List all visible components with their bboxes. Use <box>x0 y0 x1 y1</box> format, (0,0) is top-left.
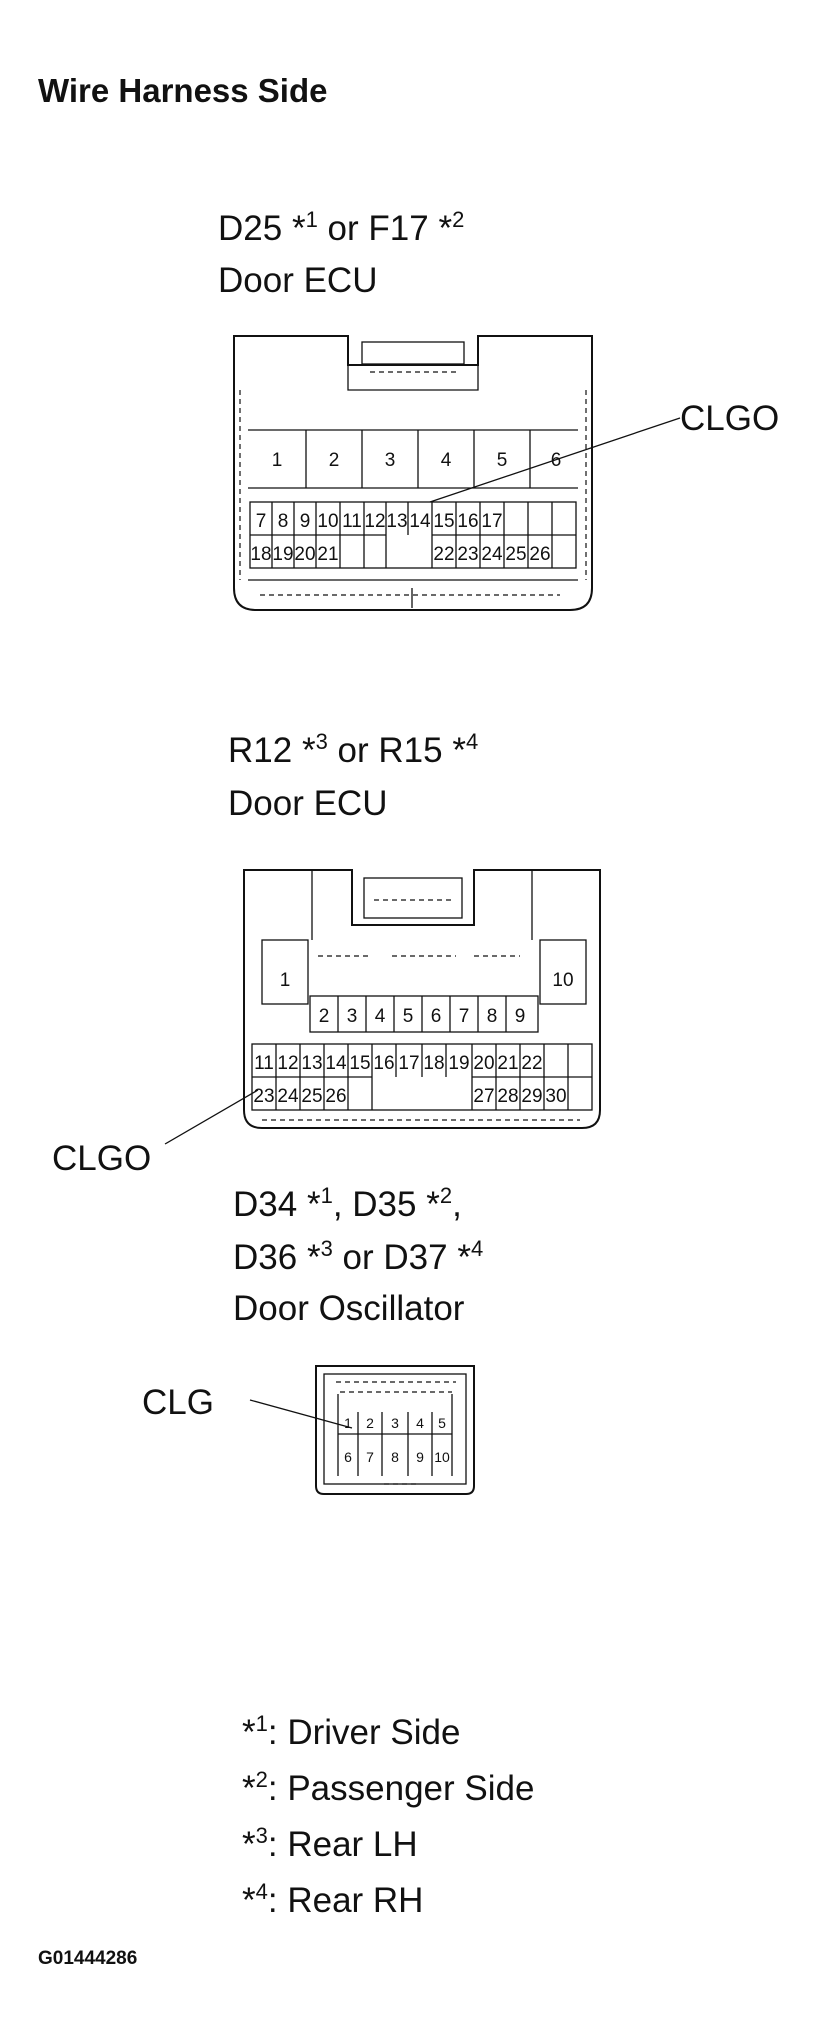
pin-label: 2 <box>366 1415 374 1431</box>
pin-label: 29 <box>521 1086 542 1107</box>
pin-label: 7 <box>366 1449 374 1465</box>
pin-label: 15 <box>349 1053 370 1074</box>
pin-label: 20 <box>473 1053 494 1074</box>
pin-label: 15 <box>433 511 454 532</box>
pin-label: 22 <box>521 1053 542 1074</box>
pin-label: 17 <box>398 1053 419 1074</box>
pin-label: 7 <box>459 1006 470 1027</box>
pin-label: 13 <box>301 1053 322 1074</box>
pin-label: 22 <box>433 544 454 565</box>
pin-label: 5 <box>497 450 508 471</box>
connector1: 1 2 3 4 5 6 7 8 9 1 <box>233 335 779 611</box>
callout-clg: CLG <box>142 1383 214 1422</box>
legend-item: *1: Driver Side <box>242 1711 460 1752</box>
pin-label: 14 <box>409 511 431 532</box>
pin-label: 21 <box>497 1053 518 1074</box>
connector1-name: Door ECU <box>218 261 377 300</box>
pin-label: 27 <box>473 1086 494 1107</box>
pin-label: 8 <box>487 1006 498 1027</box>
pin-label: 20 <box>294 544 315 565</box>
pin-label: 3 <box>391 1415 399 1431</box>
pin-label: 1 <box>272 450 283 471</box>
pin-label: 24 <box>277 1086 299 1107</box>
pin-label: 9 <box>300 511 311 532</box>
pin-label: 13 <box>386 511 407 532</box>
pin-label: 19 <box>448 1053 469 1074</box>
connector1-rows23: 7 8 9 10 11 12 13 14 15 16 17 18 19 20 2… <box>249 501 577 569</box>
pin-label: 10 <box>434 1449 450 1465</box>
legend-item: *4: Rear RH <box>242 1879 423 1920</box>
pin-label: 26 <box>529 544 550 565</box>
connector3: 1 2 3 4 5 6 7 8 9 10 CLG <box>142 1365 475 1495</box>
pin-label: 1 <box>280 970 291 991</box>
pin-label: 23 <box>457 544 478 565</box>
pin-label: 6 <box>551 450 562 471</box>
pin-label: 11 <box>254 1053 274 1074</box>
connector2-codes: R12 *3 or R15 *4 <box>228 729 478 770</box>
connector3-codes-line2: D36 *3 or D37 *4 <box>233 1236 483 1277</box>
pin-label: 2 <box>329 450 340 471</box>
callout-clgo-2: CLGO <box>52 1139 151 1178</box>
pin-label: 12 <box>277 1053 298 1074</box>
connector2-rows34: 11 12 13 14 15 16 17 18 19 20 21 22 23 2… <box>251 1043 593 1111</box>
pin-label: 28 <box>497 1086 518 1107</box>
pin-label: 9 <box>515 1006 526 1027</box>
pin-label: 5 <box>403 1006 414 1027</box>
pin-label: 26 <box>325 1086 346 1107</box>
legend-item: *3: Rear LH <box>242 1823 418 1864</box>
pin-label: 6 <box>431 1006 442 1027</box>
pin-label: 21 <box>317 544 338 565</box>
pin-label: 8 <box>278 511 289 532</box>
pin-label: 14 <box>325 1053 347 1074</box>
pin-label: 4 <box>416 1415 424 1431</box>
pin-label: 18 <box>423 1053 444 1074</box>
connector1-codes: D25 *1 or F17 *2 <box>218 207 464 248</box>
pin-label: 1 <box>344 1415 352 1431</box>
pin-label: 24 <box>481 544 503 565</box>
pin-label: 19 <box>272 544 293 565</box>
pin-label: 30 <box>545 1086 566 1107</box>
pin-label: 25 <box>301 1086 322 1107</box>
connector2: 1 10 2 3 4 5 6 7 8 9 <box>52 869 601 1178</box>
pin-label: 18 <box>250 544 271 565</box>
pin-label: 10 <box>552 970 573 991</box>
callout-clgo-1: CLGO <box>680 399 779 438</box>
pin-label: 9 <box>416 1449 424 1465</box>
pin-label: 7 <box>256 511 267 532</box>
legend: *1: Driver Side *2: Passenger Side *3: R… <box>242 1711 534 1920</box>
connector3-codes-line1: D34 *1, D35 *2, <box>233 1183 462 1224</box>
pin-label: 4 <box>375 1006 386 1027</box>
connector1-row1: 1 2 3 4 5 6 <box>272 430 562 488</box>
diagram-title: Wire Harness Side <box>38 72 328 109</box>
connector2-row2: 2 3 4 5 6 7 8 9 <box>309 995 539 1033</box>
legend-item: *2: Passenger Side <box>242 1767 534 1808</box>
pin-label: 5 <box>438 1415 446 1431</box>
pin-label: 11 <box>342 511 362 532</box>
pin-label: 16 <box>373 1053 394 1074</box>
pin-label: 23 <box>253 1086 274 1107</box>
connector2-name: Door ECU <box>228 784 387 823</box>
pin-label: 16 <box>457 511 478 532</box>
pin-label: 25 <box>505 544 526 565</box>
pin-label: 3 <box>347 1006 358 1027</box>
pin-label: 17 <box>481 511 502 532</box>
pin-label: 6 <box>344 1449 352 1465</box>
pin-label: 2 <box>319 1006 330 1027</box>
pin-label: 10 <box>317 511 338 532</box>
pin-label: 4 <box>441 450 452 471</box>
connector3-name: Door Oscillator <box>233 1289 465 1328</box>
figure-code: G01444286 <box>38 1948 137 1969</box>
pin-label: 8 <box>391 1449 399 1465</box>
pin-label: 12 <box>364 511 385 532</box>
pin-label: 3 <box>385 450 396 471</box>
